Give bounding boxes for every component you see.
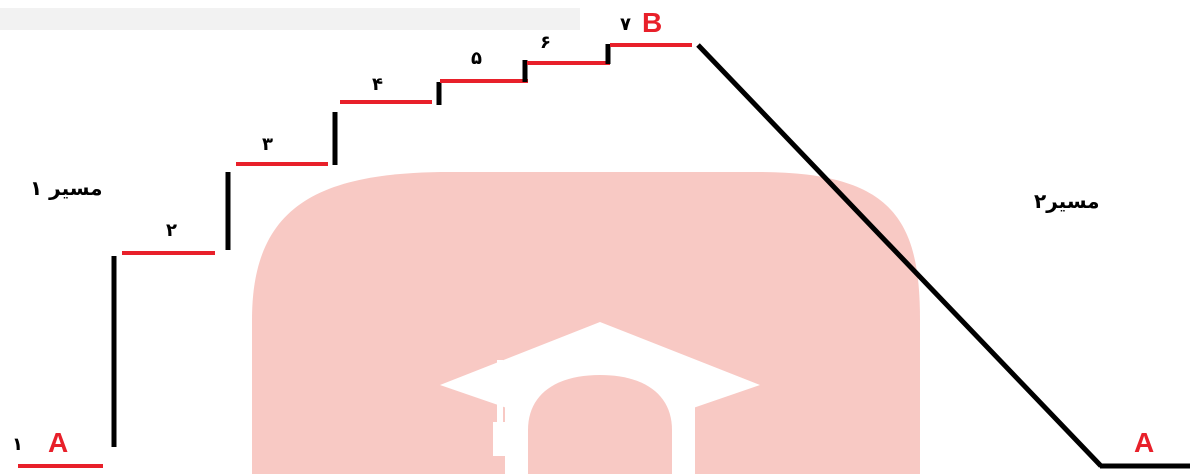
path-2-label: مسیر۲ — [1034, 189, 1100, 213]
step-number-4: ۴ — [372, 74, 383, 95]
path-1-stairs — [18, 43, 692, 468]
step-number-3: ۳ — [262, 134, 273, 155]
path-1-label: مسیر ۱ — [30, 176, 103, 200]
graduation-cap-icon — [440, 322, 760, 474]
slope-line — [696, 43, 1103, 468]
faded-header-strip — [0, 8, 580, 30]
step-number-1: ۱ — [12, 434, 23, 455]
point-b-top: B — [642, 7, 662, 38]
point-a-end: A — [1134, 427, 1154, 458]
watermark-shape — [252, 172, 920, 474]
path-2-slope — [696, 43, 1190, 469]
watermark-logo — [252, 172, 920, 474]
step-number-6: ۶ — [540, 32, 551, 53]
step-number-7: ۷ — [620, 14, 631, 35]
step-number-2: ۲ — [166, 220, 177, 241]
step-number-5: ۵ — [471, 48, 482, 69]
point-a-start: A — [48, 427, 68, 458]
